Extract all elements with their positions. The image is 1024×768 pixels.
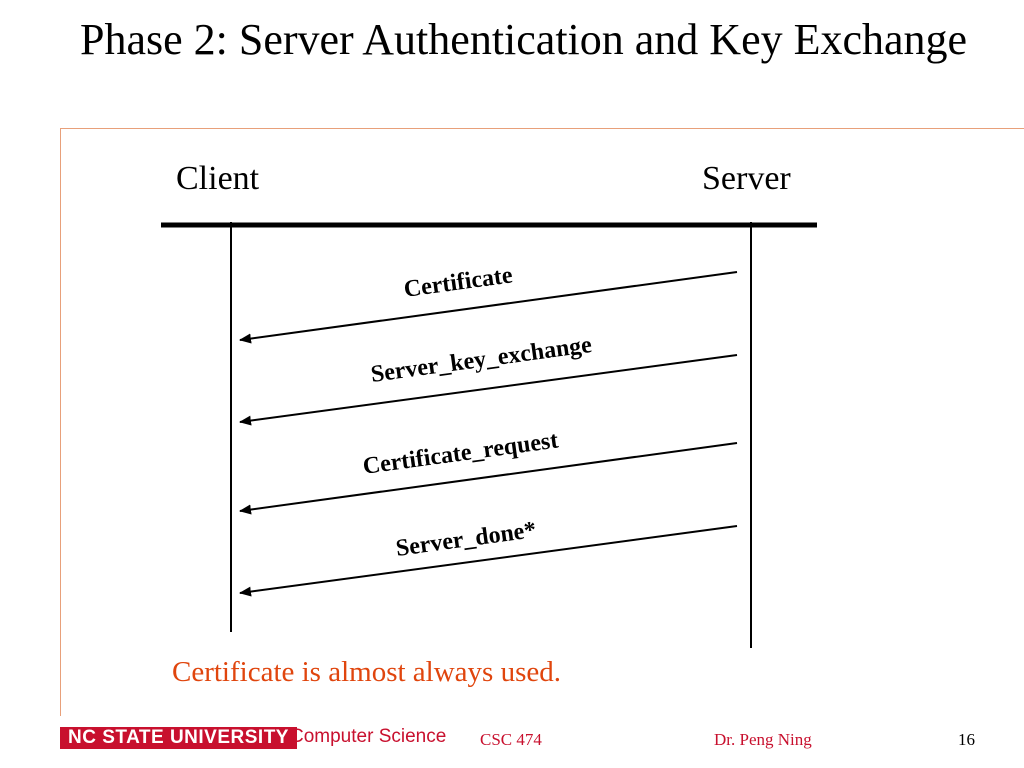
message-label-certificate: Certificate: [402, 262, 514, 303]
left-margin-divider: [60, 128, 61, 716]
client-label: Client: [176, 160, 260, 197]
author-name: Dr. Peng Ning: [714, 730, 812, 749]
message-arrow-certificate-request: [239, 442, 738, 515]
message-arrow-server-done: [239, 525, 738, 597]
course-code: CSC 474: [480, 730, 542, 749]
slide-title: Phase 2: Server Authentication and Key E…: [80, 15, 968, 64]
page-number: 16: [958, 730, 975, 749]
diagram-note: Certificate is almost always used.: [172, 656, 561, 688]
university-logo: NC STATE UNIVERSITY: [60, 727, 297, 749]
department-name: Computer Science: [290, 726, 447, 747]
header-divider: [60, 128, 1024, 129]
message-arrow-server-key-exchange: [239, 354, 738, 426]
server-label: Server: [702, 160, 791, 197]
message-arrow-certificate: [239, 271, 738, 344]
